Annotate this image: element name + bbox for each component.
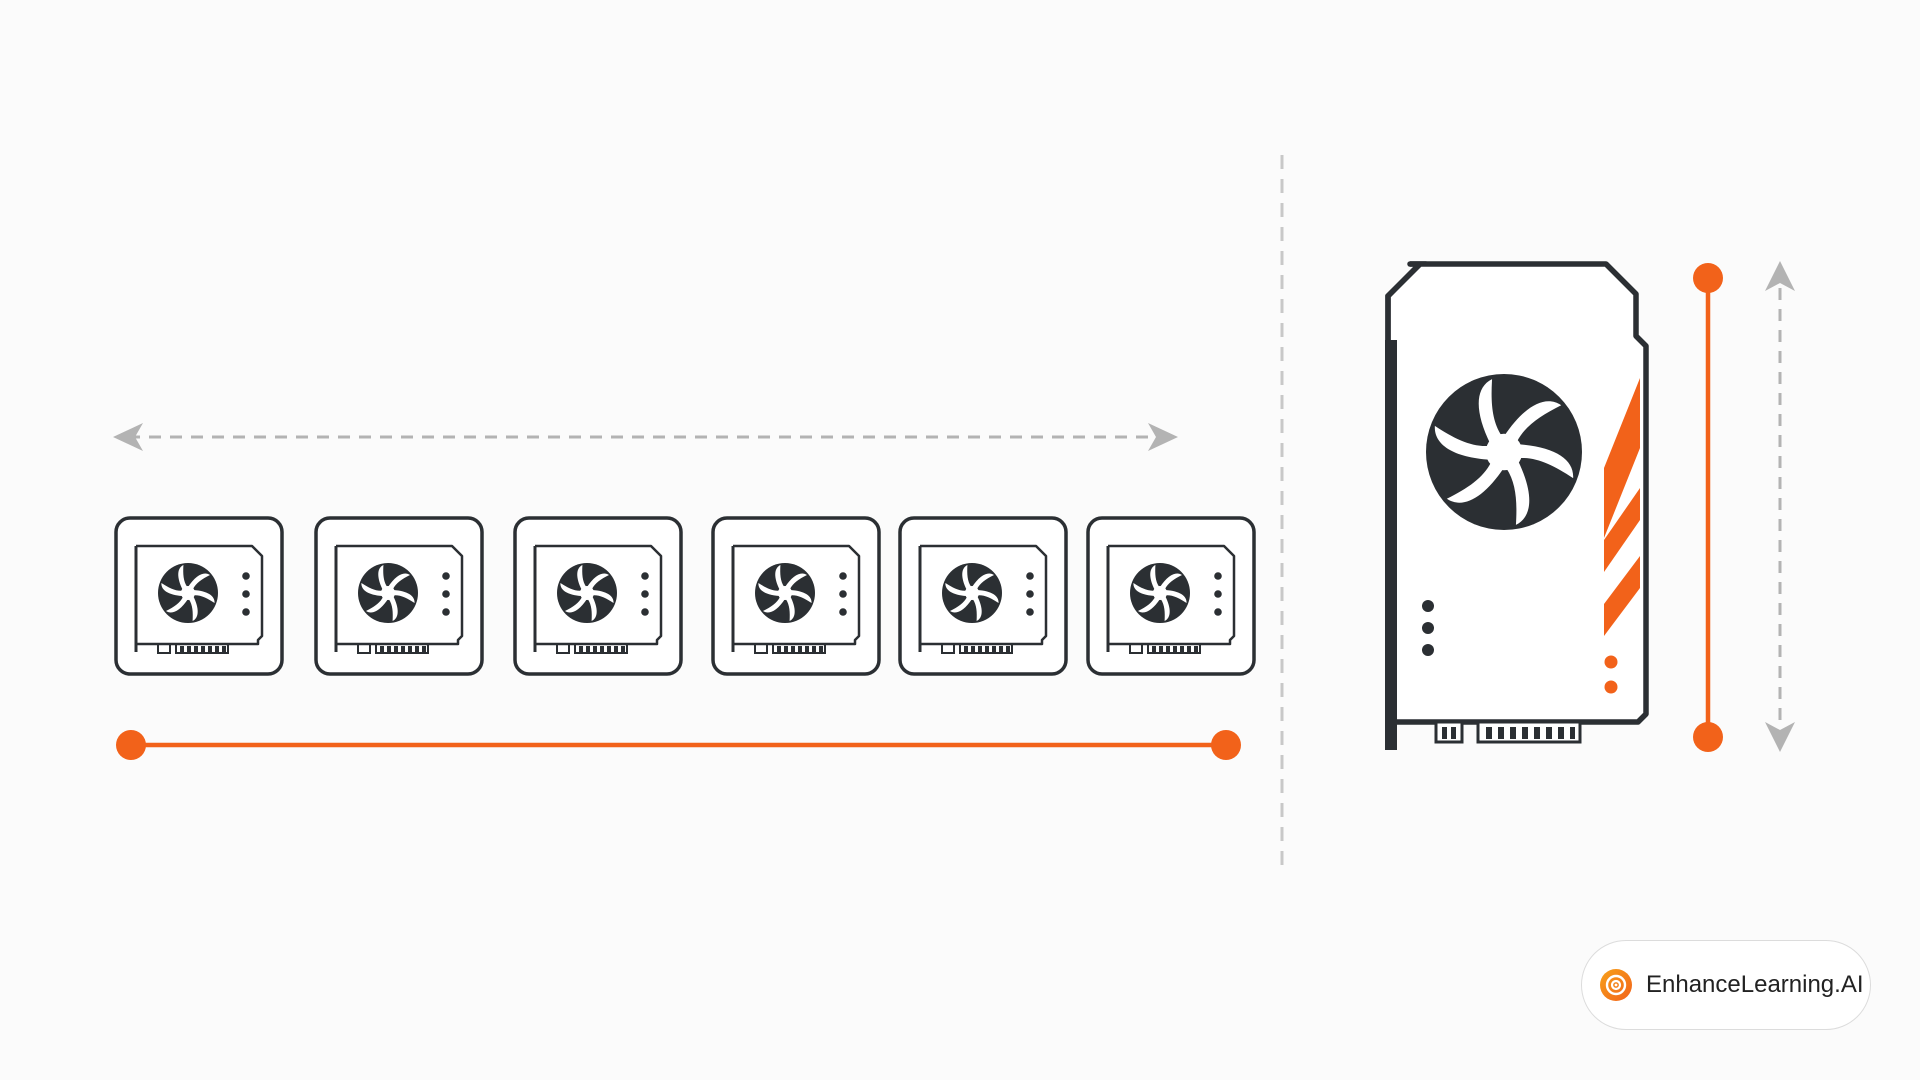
vertical-scale-arrow xyxy=(1765,261,1795,752)
horizontal-measure-line xyxy=(116,730,1241,760)
small-gpu-card xyxy=(1088,518,1254,674)
fan-icon xyxy=(1426,374,1582,530)
large-gpu-card xyxy=(1385,261,1649,750)
vertical-measure-line xyxy=(1693,263,1723,752)
small-gpu-card xyxy=(316,518,482,674)
small-gpu-row xyxy=(116,518,1254,674)
brand-name: EnhanceLearning.AI xyxy=(1646,971,1864,998)
brand-badge[interactable]: EnhanceLearning.AI xyxy=(1581,940,1871,1030)
small-gpu-card xyxy=(515,518,681,674)
horizontal-scale-arrow xyxy=(113,423,1178,451)
target-logo-icon xyxy=(1600,969,1632,1001)
small-gpu-card xyxy=(116,518,282,674)
accent-stripe xyxy=(1604,556,1640,636)
small-gpu-card xyxy=(900,518,1066,674)
accent-stripe xyxy=(1604,488,1640,572)
accent-stripe xyxy=(1604,378,1640,538)
small-gpu-card xyxy=(713,518,879,674)
